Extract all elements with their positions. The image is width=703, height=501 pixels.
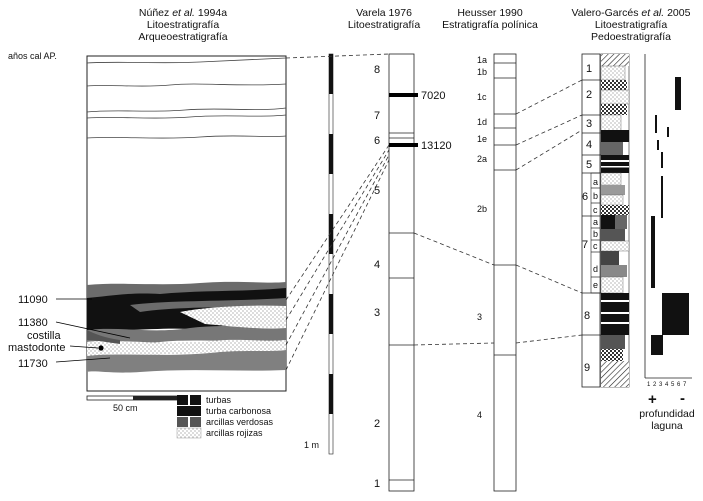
svg-text:a: a <box>593 217 598 227</box>
svg-text:1 m: 1 m <box>304 440 319 450</box>
valero-header: Valero-Garcés et al. 2005 Litoestratigra… <box>572 7 691 43</box>
mastodon-rib-marker <box>98 345 104 351</box>
svg-text:8: 8 <box>374 64 380 76</box>
heusser-column <box>493 53 517 492</box>
depth-ticks: 1 2 3 4 5 6 7 <box>647 382 687 388</box>
date-leaders <box>55 298 131 363</box>
svg-text:3: 3 <box>374 307 380 319</box>
depth-plus: + <box>648 391 657 408</box>
svg-text:Estratigrafía polínica: Estratigrafía polínica <box>442 19 538 31</box>
svg-text:1e: 1e <box>477 134 487 144</box>
legend-turbas: turbas <box>206 395 232 405</box>
svg-text:3: 3 <box>659 382 663 388</box>
svg-text:Valero-Garcés et al. 2005: Valero-Garcés et al. 2005 <box>572 7 691 19</box>
svg-text:Pedoestratigrafía: Pedoestratigrafía <box>591 31 671 43</box>
svg-text:1: 1 <box>374 478 380 490</box>
svg-text:9: 9 <box>584 362 590 374</box>
nunez-section <box>55 55 287 392</box>
svg-text:1: 1 <box>586 63 592 75</box>
correlation-varela-heusser <box>413 232 495 346</box>
svg-text:3: 3 <box>586 118 592 130</box>
svg-text:costilla: costilla <box>27 330 62 342</box>
svg-text:6: 6 <box>677 382 681 388</box>
svg-text:d: d <box>593 264 598 274</box>
nunez-dates: 11090 11380 costilla mastodonte 11730 <box>8 294 65 370</box>
svg-text:6: 6 <box>582 191 588 203</box>
svg-text:Arqueoestratigrafía: Arqueoestratigrafía <box>138 31 227 43</box>
svg-text:a: a <box>593 177 598 187</box>
varela-column <box>388 53 418 492</box>
svg-text:1a: 1a <box>477 55 487 65</box>
svg-text:Litoestratigrafía: Litoestratigrafía <box>348 19 421 31</box>
legend-arcillas-rojizas: arcillas rojizas <box>206 428 263 438</box>
valero-column <box>581 53 630 388</box>
svg-text:1c: 1c <box>477 92 487 102</box>
legend-arcillas-verdosas: arcillas verdosas <box>206 417 274 427</box>
svg-text:4: 4 <box>586 139 592 151</box>
svg-text:11090: 11090 <box>18 294 48 306</box>
age-axis-label: años cal AP. <box>8 51 57 61</box>
legend-turba-carbonosa: turba carbonosa <box>206 406 271 416</box>
nunez-strata-lines <box>86 57 287 139</box>
svg-text:1: 1 <box>647 382 651 388</box>
heusser-header: Heusser 1990 Estratigrafía polínica <box>442 7 538 31</box>
scale-bar: 50 cm <box>86 395 180 413</box>
svg-text:2a: 2a <box>477 154 487 164</box>
varela-header: Varela 1976 Litoestratigrafía <box>348 7 421 31</box>
svg-text:2: 2 <box>653 382 657 388</box>
valero-lithology <box>600 53 630 388</box>
varela-units: 8 7 6 5 4 3 2 1 <box>374 64 380 490</box>
valero-subunits: a b c a b c d e <box>593 177 598 290</box>
svg-text:2: 2 <box>586 89 592 101</box>
svg-text:c: c <box>593 205 598 215</box>
svg-text:11730: 11730 <box>18 358 48 370</box>
svg-text:7: 7 <box>374 110 380 122</box>
depth-minus: - <box>680 390 685 407</box>
varela-dates: 7020 13120 <box>421 90 452 152</box>
correlation-heusser-valero <box>515 79 583 344</box>
svg-text:2: 2 <box>374 418 380 430</box>
svg-text:7: 7 <box>683 382 687 388</box>
svg-text:4: 4 <box>374 259 380 271</box>
svg-text:4: 4 <box>665 382 669 388</box>
svg-text:13120: 13120 <box>421 140 452 152</box>
valero-units: 1 2 3 4 5 6 7 8 9 <box>582 63 592 374</box>
svg-text:5: 5 <box>586 159 592 171</box>
svg-text:7: 7 <box>582 239 588 251</box>
svg-text:5: 5 <box>374 185 380 197</box>
svg-text:Heusser 1990: Heusser 1990 <box>457 7 523 19</box>
svg-text:mastodonte: mastodonte <box>8 342 65 354</box>
svg-text:8: 8 <box>584 310 590 322</box>
svg-text:6: 6 <box>374 135 380 147</box>
nunez-header: Núñez et al. 1994a Litoestratigrafía Arq… <box>138 7 227 43</box>
svg-text:Núñez et al. 1994a: Núñez et al. 1994a <box>139 7 227 19</box>
correlation-nunez-varela <box>285 53 390 371</box>
depth-label-1: profundidad <box>639 408 695 420</box>
svg-text:Varela 1976: Varela 1976 <box>356 7 412 19</box>
legend: turbas turba carbonosa arcillas verdosas… <box>176 395 274 439</box>
svg-text:5: 5 <box>671 382 675 388</box>
meter-scale: 1 m <box>304 53 334 455</box>
svg-text:Litoestratigrafía: Litoestratigrafía <box>595 19 668 31</box>
svg-text:11380: 11380 <box>18 317 48 329</box>
svg-text:2b: 2b <box>477 204 487 214</box>
svg-text:1b: 1b <box>477 67 487 77</box>
svg-text:c: c <box>593 241 598 251</box>
svg-text:7020: 7020 <box>421 90 445 102</box>
svg-text:e: e <box>593 280 598 290</box>
depth-label-2: laguna <box>651 420 683 432</box>
svg-text:1d: 1d <box>477 117 487 127</box>
nunez-sediment-layers <box>87 281 286 373</box>
heusser-zones: 1a 1b 1c 1d 1e 2a 2b 3 4 <box>477 55 487 420</box>
svg-text:4: 4 <box>477 410 482 420</box>
svg-text:Litoestratigrafía: Litoestratigrafía <box>147 19 220 31</box>
depth-column <box>644 54 692 379</box>
svg-text:b: b <box>593 229 598 239</box>
svg-text:b: b <box>593 191 598 201</box>
svg-text:3: 3 <box>477 312 482 322</box>
svg-text:50 cm: 50 cm <box>113 403 138 413</box>
